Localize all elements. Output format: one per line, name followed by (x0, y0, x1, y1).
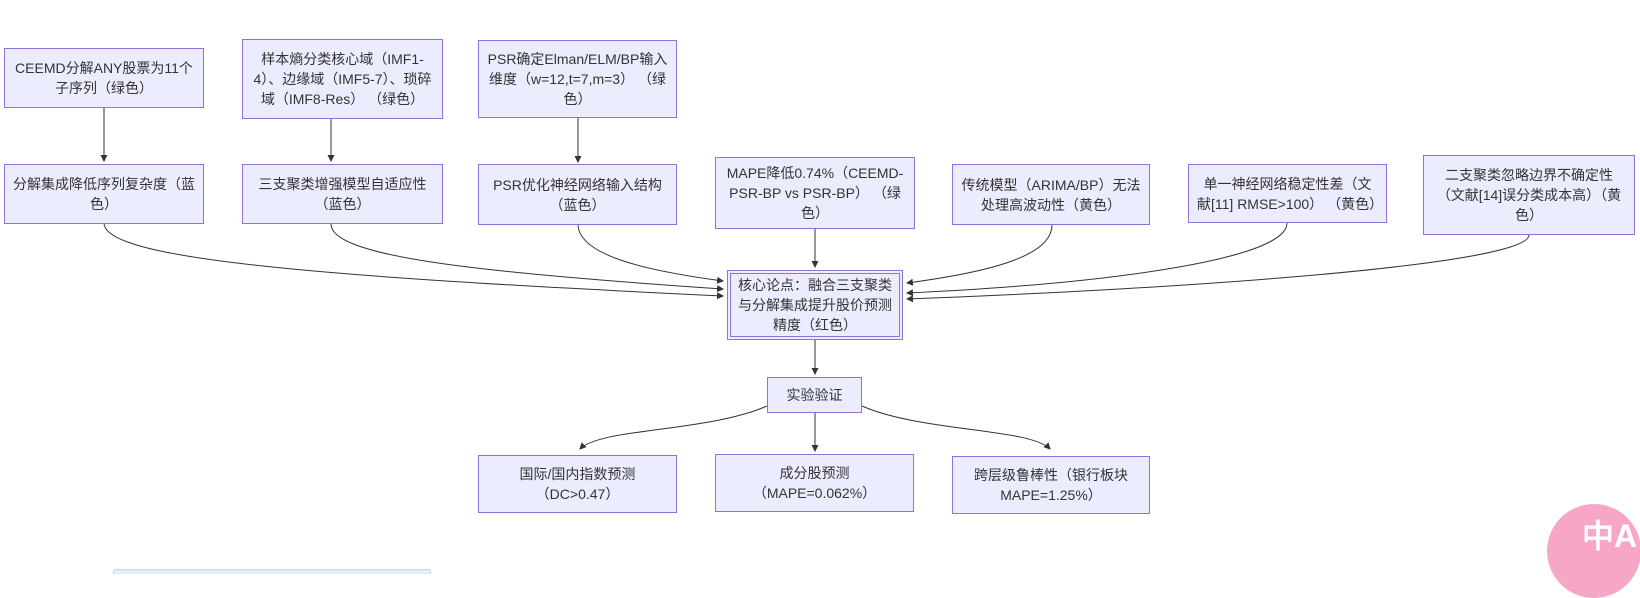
node-label: PSR优化神经网络输入结构（蓝色） (493, 176, 662, 213)
node-label: 实验验证 (786, 387, 843, 403)
node-ceemd-decompose: CEEMD分解ANY股票为11个子序列（绿色） (4, 48, 204, 108)
node-label: 国际/国内指数预测（DC>0.47） (519, 466, 636, 502)
node-sample-entropy: 样本熵分类核心域（IMF1-4）、边缘域（IMF5-7）、琐碎域（IMF8-Re… (242, 39, 443, 119)
edge-d-k (103, 222, 725, 300)
node-cross-level-robustness: 跨层级鲁棒性（银行板块MAPE=1.25%） (952, 456, 1150, 514)
edge-l-o (861, 405, 1051, 450)
node-label: 分解集成降低序列复杂度（蓝色） (13, 176, 195, 212)
edge-h-k (905, 224, 1053, 286)
node-label: 传统模型（ARIMA/BP）无法处理高波动性（黄色） (961, 176, 1141, 213)
flowchart-canvas: CEEMD分解ANY股票为11个子序列（绿色） 样本熵分类核心域（IMF1-4）… (4, 39, 1635, 514)
node-label: CEEMD分解ANY股票为11个子序列（绿色） (15, 60, 193, 96)
node-decomposition-complexity: 分解集成降低序列复杂度（蓝色） (4, 164, 204, 224)
node-psr-optimization: PSR优化神经网络输入结构（蓝色） (478, 164, 677, 225)
node-two-way-clustering-limitation: 二支聚类忽略边界不确定性（文献[14]误分类成本高）（黄色） (1423, 155, 1635, 235)
node-label: 三支聚类增强模型自适应性（蓝色） (258, 176, 427, 212)
node-constituent-stock-prediction: 成分股预测（MAPE=0.062%） (715, 454, 914, 512)
core-thesis-inner-border: 核心论点：融合三支聚类与分解集成提升股价预测精度（红色） (730, 273, 900, 337)
node-single-network-instability: 单一神经网络稳定性差（文献[11] RMSE>100） （黄色） (1188, 164, 1387, 223)
node-index-prediction: 国际/国内指数预测（DC>0.47） (478, 455, 677, 513)
node-three-way-clustering: 三支聚类增强模型自适应性（蓝色） (242, 164, 443, 224)
translate-badge[interactable]: 中A (1547, 504, 1640, 598)
node-label: MAPE降低0.74%（CEEMD-PSR-BP vs PSR-BP） （绿色） (726, 165, 904, 221)
edge-l-m (579, 405, 768, 450)
edge-j-k (905, 234, 1530, 303)
node-experiment-validation: 实验验证 (767, 377, 862, 413)
browser-status-strip (113, 569, 431, 574)
node-label: 二支聚类忽略边界不确定性（文献[14]误分类成本高）（黄色） (1436, 167, 1622, 223)
node-label: 成分股预测（MAPE=0.062%） (752, 465, 877, 501)
node-mape-reduction: MAPE降低0.74%（CEEMD-PSR-BP vs PSR-BP） （绿色） (715, 157, 915, 229)
node-label: 跨层级鲁棒性（银行板块MAPE=1.25%） (974, 467, 1128, 503)
node-label: 样本熵分类核心域（IMF1-4）、边缘域（IMF5-7）、琐碎域（IMF8-Re… (253, 51, 432, 107)
node-label: 核心论点：融合三支聚类与分解集成提升股价预测精度（红色） (738, 277, 892, 333)
edge-f-k (577, 223, 725, 284)
edge-e-k (330, 223, 725, 293)
translate-badge-label: 中A (1582, 518, 1638, 554)
node-psr-dimension: PSR确定Elman/ELM/BP输入维度（w=12,t=7,m=3） （绿色） (478, 40, 677, 118)
node-traditional-model-limitation: 传统模型（ARIMA/BP）无法处理高波动性（黄色） (952, 164, 1150, 225)
edge-i-k (905, 222, 1288, 297)
node-core-thesis: 核心论点：融合三支聚类与分解集成提升股价预测精度（红色） (727, 270, 903, 340)
node-label: PSR确定Elman/ELM/BP输入维度（w=12,t=7,m=3） （绿色） (487, 51, 668, 107)
node-label: 单一神经网络稳定性差（文献[11] RMSE>100） （黄色） (1197, 175, 1384, 212)
